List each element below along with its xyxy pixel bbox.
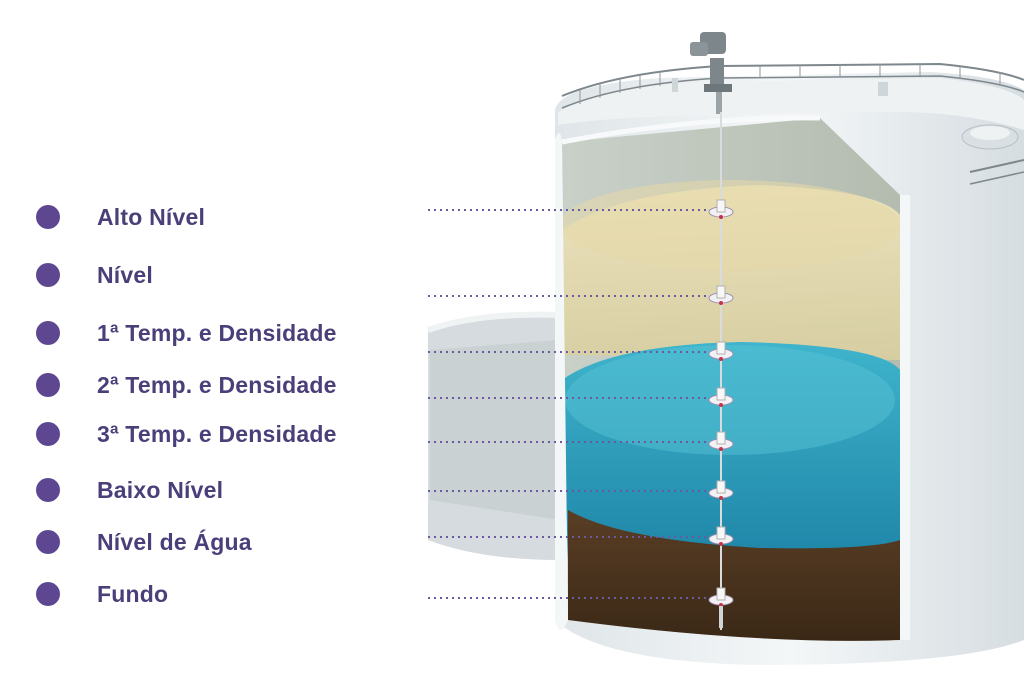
float-sensor-icon	[708, 199, 734, 219]
circle-bullet-icon	[36, 530, 60, 554]
circle-bullet-icon	[36, 263, 60, 287]
background-tank	[427, 311, 561, 560]
float-sensor-icon	[708, 341, 734, 361]
legend-label: 1ª Temp. e Densidade	[97, 319, 337, 346]
circle-bullet-icon	[36, 582, 60, 606]
circle-bullet-icon	[36, 373, 60, 397]
legend-item-nivel: Nível	[36, 260, 153, 290]
legend-label: Nível de Água	[97, 528, 252, 555]
legend-label: 2ª Temp. e Densidade	[97, 371, 337, 398]
circle-bullet-icon	[36, 478, 60, 502]
float-sensor-icon	[708, 526, 734, 546]
legend-label: Fundo	[97, 580, 169, 607]
legend-item-1a-temp-densidade: 1ª Temp. e Densidade	[36, 318, 337, 348]
probe-sensors	[708, 199, 734, 628]
float-sensor-icon	[708, 387, 734, 407]
circle-bullet-icon	[36, 321, 60, 345]
float-sensor-icon	[708, 587, 734, 628]
legend-item-nivel-de-agua: Nível de Água	[36, 527, 252, 557]
legend-item-alto-nivel: Alto Nível	[36, 202, 205, 232]
legend-label: 3ª Temp. e Densidade	[97, 420, 337, 447]
float-sensor-icon	[708, 285, 734, 305]
circle-bullet-icon	[36, 205, 60, 229]
legend-item-fundo: Fundo	[36, 579, 168, 609]
float-sensor-icon	[708, 431, 734, 451]
legend-label: Alto Nível	[97, 203, 206, 230]
legend-item-baixo-nivel: Baixo Nível	[36, 475, 223, 505]
circle-bullet-icon	[36, 422, 60, 446]
legend-item-2a-temp-densidade: 2ª Temp. e Densidade	[36, 370, 337, 400]
float-sensor-icon	[708, 480, 734, 500]
tank-cutaway	[555, 115, 910, 641]
legend-label: Nível	[97, 261, 153, 288]
legend-item-3a-temp-densidade: 3ª Temp. e Densidade	[36, 419, 337, 449]
legend-label: Baixo Nível	[97, 476, 224, 503]
radar-gauge-head-icon	[690, 32, 732, 114]
